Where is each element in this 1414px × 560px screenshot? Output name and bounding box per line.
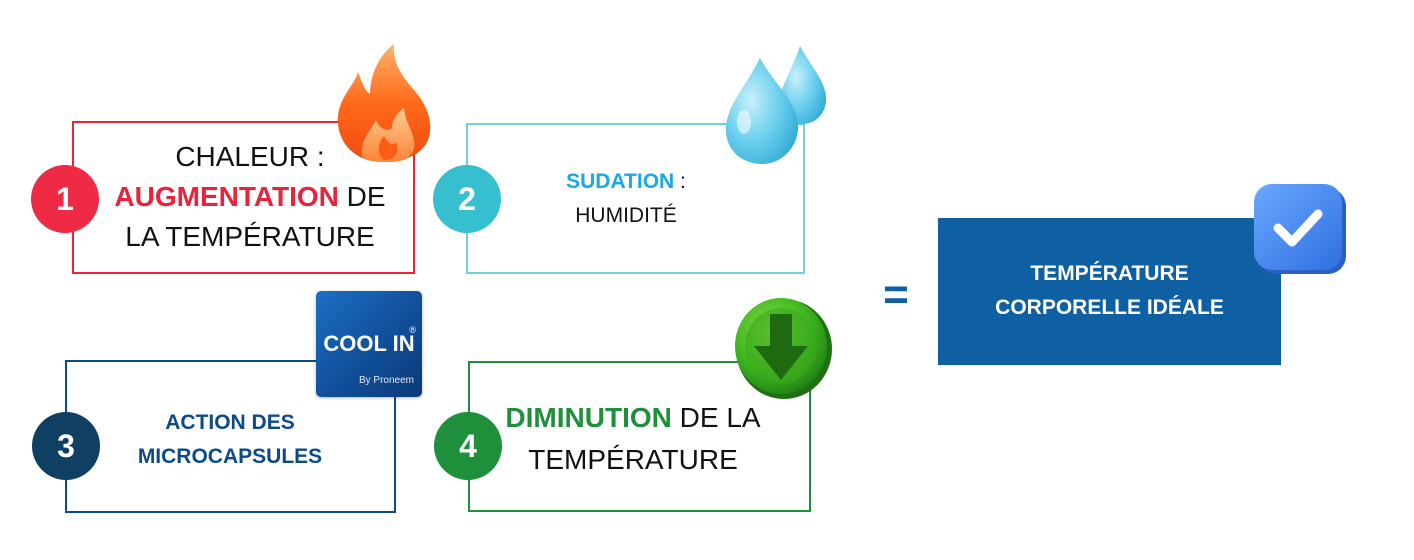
step-2-text: SUDATION : HUMIDITÉ [526,165,726,233]
fire-icon [337,44,431,162]
step-3-text: ACTION DES MICROCAPSULES [105,406,355,474]
coolin-logo: COOL IN ® By Proneem [316,291,422,397]
step-2-after-highlight: : [674,170,686,193]
result-box [938,218,1281,365]
step-1-text: CHALEUR : AUGMENTATION DE LA TEMPÉRATURE [95,137,405,257]
step-4-text: DIMINUTION DE LA TEMPÉRATURE [498,397,768,481]
step-4-highlight: DIMINUTION [505,402,672,433]
step-1-after-highlight: DE [338,181,386,212]
step-1-line1: CHALEUR : [175,141,325,172]
checkmark-icon [1254,184,1346,274]
result-line1: TEMPÉRATURE [1030,262,1189,285]
step-3-line2: MICROCAPSULES [137,445,323,468]
step-4-number: 4 [434,412,502,480]
step-4-line2: TEMPÉRATURE [528,444,738,475]
result-line2: CORPORELLE IDÉALE [995,296,1224,319]
step-2-line2: HUMIDITÉ [575,204,677,227]
step-2-number: 2 [433,165,501,233]
coolin-logo-byline: By Proneem [358,375,414,386]
step-3-number: 3 [32,412,100,480]
result-text: TEMPÉRATURE CORPORELLE IDÉALE [938,257,1281,325]
step-2-highlight: SUDATION [566,170,675,193]
water-drops-icon [725,46,827,164]
coolin-logo-registered: ® [409,325,416,335]
down-arrow-icon [735,298,832,399]
step-4-after-highlight: DE LA [671,402,761,433]
step-1-highlight: AUGMENTATION [114,181,339,212]
step-2-line1: SUDATION : [526,165,726,199]
equals-sign: = [883,270,909,319]
step-4-line1: DIMINUTION DE LA [498,397,768,439]
step-1-line3: LA TEMPÉRATURE [125,221,375,252]
step-1-number: 1 [31,165,99,233]
coolin-logo-brand: COOL IN [323,331,415,356]
step-1-line2: AUGMENTATION DE [95,177,405,217]
step-3-line1: ACTION DES [165,411,295,434]
